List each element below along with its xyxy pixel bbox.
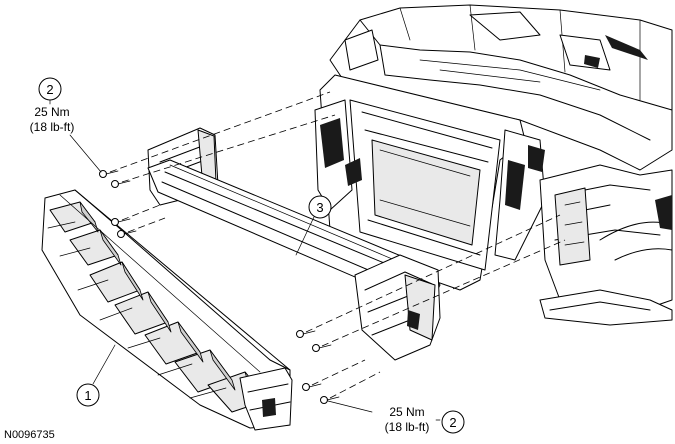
bumper-reinforcement-beam <box>147 127 441 361</box>
callout-1-number: 1 <box>84 388 91 403</box>
callout-2-top: 2 25 Nm (18 lb-ft) <box>30 77 102 173</box>
callout-1: 1 <box>76 344 116 407</box>
bolt-right-4 <box>320 371 381 404</box>
bolt-right-2 <box>312 239 566 352</box>
bolt-right-1 <box>296 214 561 338</box>
callout-3: 3 <box>295 195 332 256</box>
fasteners <box>99 91 566 404</box>
bolt-right-3 <box>302 359 366 391</box>
callout-2-bottom-torque-metric: 25 Nm <box>389 405 424 419</box>
bolt-left-4 <box>117 217 166 238</box>
bolt-left-2 <box>111 114 336 188</box>
figure-id: N0096735 <box>4 429 55 441</box>
bumper-energy-absorber <box>41 189 293 431</box>
bolt-left-3 <box>111 204 161 226</box>
callout-2-top-torque-imperial: (18 lb-ft) <box>30 120 75 134</box>
vehicle-front-structure <box>314 4 673 326</box>
callout-2-bottom-number: 2 <box>449 415 456 430</box>
callout-2-bottom: 25 Nm (18 lb-ft) 2 <box>327 400 465 434</box>
callout-2-top-number: 2 <box>46 82 53 97</box>
callout-2-top-torque-metric: 25 Nm <box>34 105 69 119</box>
callout-2-bottom-torque-imperial: (18 lb-ft) <box>385 420 430 434</box>
callout-3-number: 3 <box>316 200 323 215</box>
bolt-left-1 <box>99 91 331 178</box>
